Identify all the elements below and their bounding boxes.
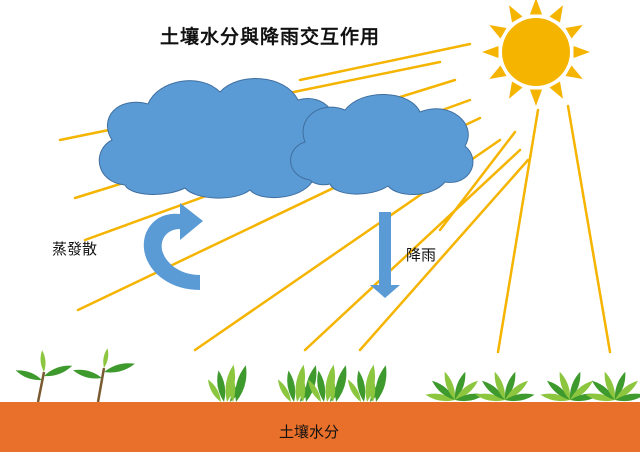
sun-spike [509,81,523,99]
sun-ray [496,108,540,354]
plant-leaf [505,380,528,400]
plant-leaf [432,380,455,400]
evaporation-label: 蒸發散 [52,240,98,258]
plant-leaf [235,365,247,402]
plant-leaf [287,370,296,402]
evaporation-arrow-icon [143,203,203,290]
plant-leaf [540,393,570,402]
plant-leaf [104,363,135,373]
plant-leaf [475,393,505,402]
sun-spike [489,65,507,79]
plant-leaf [444,371,456,400]
plant-leaf [335,365,347,402]
plant-leaf [482,380,505,400]
plant-leaf [592,380,615,400]
plant-leaf [604,371,616,400]
plant-leaf [375,365,387,402]
sun-ray [438,130,517,232]
plant-leaf [569,371,581,400]
plant-leaf [348,379,361,402]
plant-leaf [615,380,638,400]
sun-spike [529,89,543,106]
plant-leaf [327,370,336,402]
sun-spike [549,5,563,23]
plant-leaf [40,350,46,372]
sun-ray [566,104,612,354]
sun-spike [529,0,543,15]
plant-stem [96,367,106,403]
plant-leaf [317,370,326,402]
sun-spikes [482,0,590,106]
plant-leaf [505,393,535,402]
sun-spike [565,25,583,39]
plant-leaf [103,348,109,368]
sun-ray [298,42,472,82]
plant-leaf [15,370,42,381]
rainfall-label: 降雨 [406,246,437,264]
plant-leaf [73,369,102,379]
plant-leaf [494,371,506,400]
sun-ray [303,148,522,352]
plant-leaf [454,371,466,400]
plant-leaf [547,380,570,400]
plant-leaf [208,379,221,402]
diagram-title: 土壤水分與降雨交互作用 [160,26,381,48]
plant-leaf [425,393,455,402]
cloud-right [290,94,474,196]
plant-leaf [614,371,626,400]
plant-leaf [559,371,571,400]
sun-spike [482,45,499,59]
plant-leaf [297,370,306,402]
plant-leaf [615,393,640,402]
plant-leaf [278,379,291,402]
soil-band [0,402,640,452]
plant-leaf [44,365,73,377]
sun-rays [58,42,612,354]
sun-spike [509,5,523,23]
plant-row [15,348,640,403]
plant-leaf [367,370,376,402]
soil-moisture-label: 土壤水分 [279,423,340,441]
sun-spike [549,81,563,99]
sun-spike [489,25,507,39]
plant-stem [36,371,46,403]
plant-leaf [585,393,615,402]
sun-spike [573,45,590,59]
plant-leaf [570,380,593,400]
sun-ray [358,158,530,352]
plant-leaf [217,370,226,402]
plant-leaf [227,370,236,402]
plant-leaf [357,370,366,402]
sun-disc [502,18,570,86]
sun-icon [482,0,590,106]
rainfall-arrow-icon [370,212,400,298]
cloud-icon [98,78,474,199]
plant-leaf [455,380,478,400]
cloud-left [98,78,342,199]
plant-leaf [504,371,516,400]
sun-spike [565,65,583,79]
plant-leaf [308,379,321,402]
